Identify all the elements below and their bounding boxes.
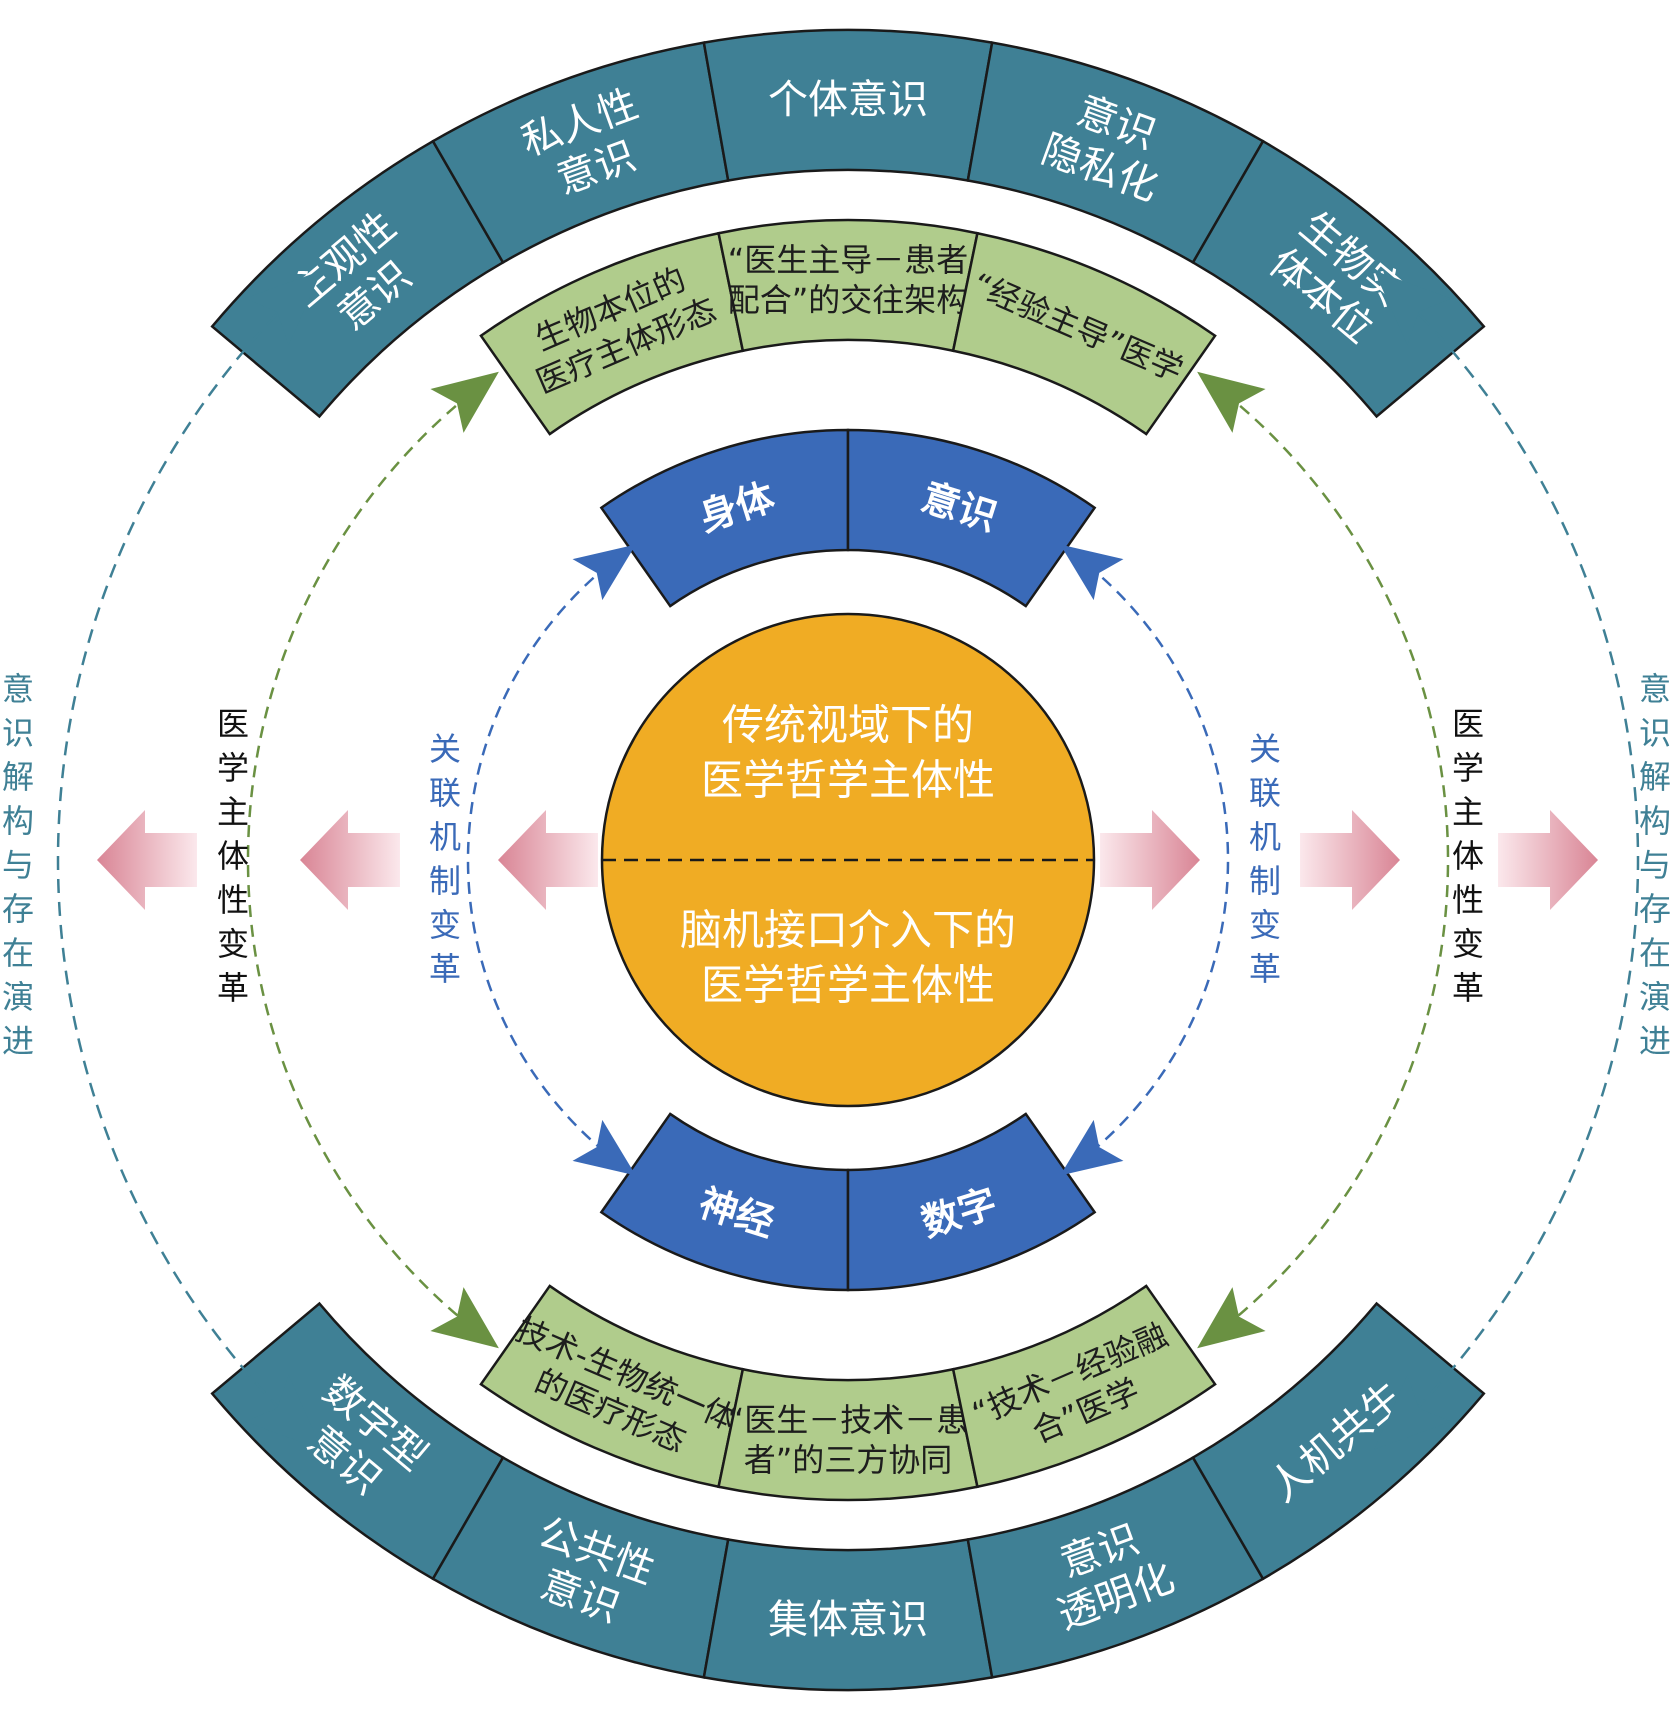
pink-arrow-right	[1498, 810, 1598, 910]
teal-bottom-label: 集体意识	[768, 1597, 928, 1643]
teal-arrow-right-arrowhead	[1374, 270, 1451, 346]
blue-bottom-segment: 数字	[846, 1112, 1097, 1292]
blue-top-segment: 意识	[846, 428, 1097, 608]
teal-bottom-segment: 集体意识	[702, 1538, 994, 1692]
pink-arrow-left	[498, 810, 598, 910]
pink-arrow-left	[97, 810, 197, 910]
teal-top-label: 个体意识	[768, 77, 928, 123]
green-top-label: 配合”的交往架构	[728, 281, 969, 319]
green-arrow-left-line	[246, 379, 488, 1341]
side-vertical-label: 关联机制变革	[1249, 730, 1281, 988]
green-arrow-right-arrowhead	[1197, 371, 1266, 433]
teal-arrow-right-arrowhead	[1374, 1374, 1451, 1450]
teal-arrow-left-arrowhead	[245, 1374, 322, 1450]
dashed-arrows	[56, 270, 1640, 1450]
side-label-text: 意识解构与存在演进	[1639, 670, 1671, 1060]
green-arrow-right-arrowhead	[1197, 1287, 1266, 1349]
blue-arrow-right-line	[1070, 551, 1230, 1169]
teal-arrow-left-arrowhead	[245, 270, 322, 346]
side-label-text: 意识解构与存在演进	[2, 670, 34, 1060]
side-label-text: 关联机制变革	[429, 730, 461, 988]
pink-arrow-right	[1100, 810, 1200, 910]
green-top-segment: “经验主导”医学	[951, 231, 1217, 436]
blue-arrow-left-arrowhead	[572, 1119, 636, 1176]
green-bottom-segment: “医生－技术－患者”的三方协同	[717, 1367, 979, 1502]
side-vertical-label: 关联机制变革	[429, 730, 461, 988]
side-label-text: 医学主体性变革	[1452, 705, 1484, 1007]
center-label: 医学哲学主体性	[701, 961, 995, 1010]
green-arrow-left-arrowhead	[430, 371, 499, 433]
blue-arrow-right-arrowhead	[1060, 544, 1124, 601]
green-top-label: “医生主导－患者	[728, 241, 969, 279]
teal-arrow-right-line	[1385, 281, 1640, 1439]
center-label: 脑机接口介入下的	[680, 906, 1016, 955]
center-label: 医学哲学主体性	[701, 756, 995, 805]
side-labels: 意识解构与存在演进 意识解构与存在演进 医学主体性变革 医学主体性变革 关联机制变革 关联…	[2, 670, 1671, 1060]
side-label-text: 医学主体性变革	[217, 705, 249, 1007]
blue-arrow-left-line	[466, 551, 626, 1169]
blue-top-segment: 身体	[599, 428, 850, 608]
pink-arrows	[97, 810, 1598, 910]
center-label: 传统视域下的	[722, 701, 974, 750]
blue-arrow-left-arrowhead	[572, 544, 636, 601]
side-vertical-label: 医学主体性变革	[217, 705, 249, 1007]
pink-arrow-right	[1300, 810, 1400, 910]
green-arrow-left-arrowhead	[430, 1287, 499, 1349]
green-bottom-label: “医生－技术－患	[728, 1401, 969, 1439]
side-label-text: 关联机制变革	[1249, 730, 1281, 988]
blue-arrow-right-arrowhead	[1060, 1119, 1124, 1176]
green-bottom-label: 者”的三方协同	[744, 1441, 953, 1479]
teal-arrow-left-line	[56, 281, 311, 1439]
green-arrow-right-line	[1208, 379, 1450, 1341]
side-vertical-label: 意识解构与存在演进	[2, 670, 34, 1060]
side-vertical-label: 意识解构与存在演进	[1639, 670, 1671, 1060]
blue-bottom-segment: 神经	[599, 1112, 850, 1292]
teal-top-segment: 个体意识	[702, 28, 994, 182]
side-vertical-label: 医学主体性变革	[1452, 705, 1484, 1007]
pink-arrow-left	[300, 810, 400, 910]
